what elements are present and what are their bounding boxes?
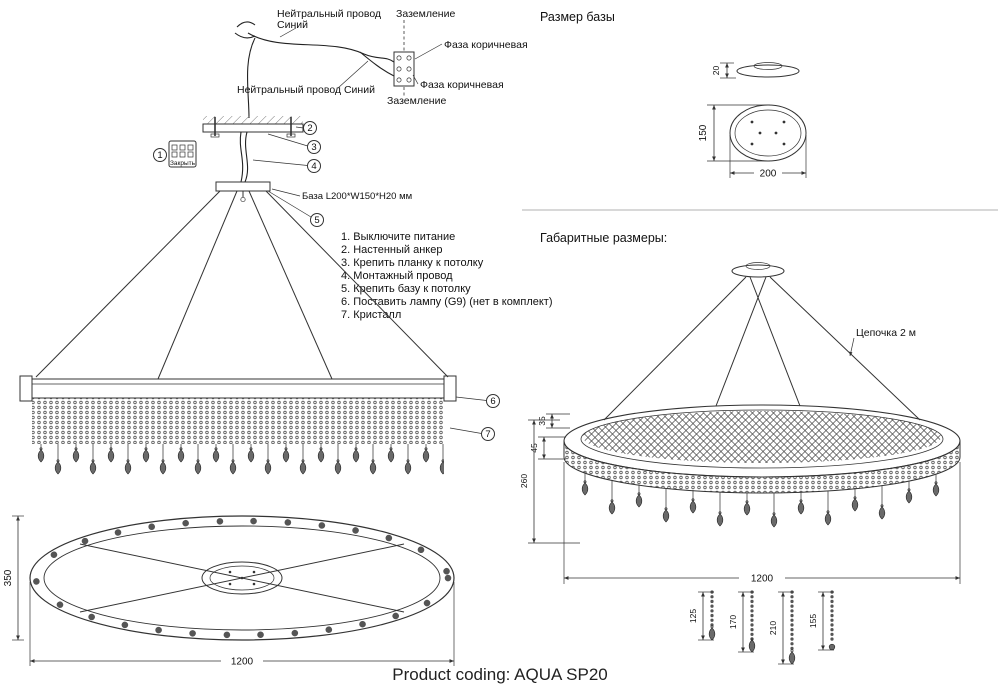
base-thickness-dim: 20 <box>711 66 721 76</box>
base-size-title: Размер базы <box>540 10 615 24</box>
callout-4: 4 <box>311 161 316 172</box>
instruction-4: 4. Монтажный провод <box>341 270 453 282</box>
strand-details-drawing: 125 170 210 155 <box>688 590 836 665</box>
base-dimensions-label: База L200*W150*H20 мм <box>302 191 412 202</box>
label-phase-2: Фаза коричневая <box>420 79 504 91</box>
wiring-diagram: Нейтральный провод Синий Заземление Фаза… <box>234 8 528 119</box>
label-neutral-top-2: Синий <box>277 19 308 31</box>
crystal-drops <box>581 472 940 528</box>
switch-label: Закрыть <box>170 160 196 167</box>
rim-height-dim: 35 <box>537 416 547 426</box>
callout-7-circle <box>481 427 495 441</box>
instruction-6: 6. Поставить лампу (G9) (нет в комплект) <box>341 296 553 308</box>
instruction-7: 7. Кристалл <box>341 309 401 321</box>
ring-front-band <box>563 440 961 494</box>
label-neutral-bottom: Нейтральный провод Синий <box>237 84 375 96</box>
callout-3: 3 <box>311 142 316 153</box>
callout-3-circle <box>307 140 321 154</box>
base-size-drawing: Размер базы 20 150 200 <box>540 10 807 180</box>
top-view-drawing: 1200 350 <box>3 515 455 668</box>
instruction-1: 1. Выключите питание <box>341 231 455 243</box>
label-ground-top: Заземление <box>396 8 455 20</box>
chain-length-label: Цепочка 2 м <box>856 327 916 339</box>
ceiling-hatch <box>203 116 303 124</box>
ceiling-mount-drawing: 2 3 4 5 База L200*W150*H20 мм <box>202 116 412 227</box>
overall-title: Габаритные размеры: <box>540 231 667 245</box>
ring-beads <box>32 517 452 639</box>
callout-7: 7 <box>485 429 490 440</box>
strand-3-dim: 210 <box>768 621 778 635</box>
ring-band <box>31 378 445 399</box>
product-coding-text: Product coding: AQUA SP20 <box>392 665 607 684</box>
base-depth-dim: 150 <box>698 124 709 141</box>
overall-dimensions-drawing: Габаритные размеры: Цепочка 2 м <box>519 231 961 585</box>
callout-4-circle <box>307 159 321 173</box>
instructions-list: 1. Выключите питание 2. Настенный анкер … <box>341 231 553 321</box>
callout-1: 1 <box>157 150 162 161</box>
total-height-dim: 260 <box>519 474 529 488</box>
instruction-5: 5. Крепить базу к потолку <box>341 283 471 295</box>
callout-5: 5 <box>314 215 319 226</box>
instruction-2: 2. Настенный анкер <box>341 244 442 256</box>
label-phase-1: Фаза коричневая <box>444 39 528 51</box>
strand-1-dim: 125 <box>688 609 698 623</box>
base-width-dim: 200 <box>760 169 777 180</box>
ring-diameter-dim: 1200 <box>751 574 774 585</box>
top-view-height-dim: 350 <box>3 569 14 586</box>
callout-6: 6 <box>490 396 495 407</box>
strand-4-dim: 155 <box>808 614 818 628</box>
power-switch-icon: 1 Закрыть <box>153 140 197 168</box>
callout-2: 2 <box>307 123 312 134</box>
callout-2-circle <box>303 121 317 135</box>
base-plate <box>215 181 271 192</box>
label-ground-bottom: Заземление <box>387 95 446 107</box>
bead-curtain <box>32 398 444 444</box>
label-neutral-top-1: Нейтральный провод <box>277 8 381 20</box>
top-view-width-dim: 1200 <box>231 657 254 668</box>
instruction-3: 3. Крепить планку к потолку <box>341 257 484 269</box>
strand-2-dim: 170 <box>728 615 738 629</box>
front-view-drawing: 6 7 <box>19 190 500 480</box>
callout-6-circle <box>486 394 500 408</box>
ring-mesh <box>583 411 941 463</box>
callout-5-circle <box>310 213 324 227</box>
callout-1-circle <box>153 148 167 162</box>
crystal-drops-row <box>32 444 444 480</box>
